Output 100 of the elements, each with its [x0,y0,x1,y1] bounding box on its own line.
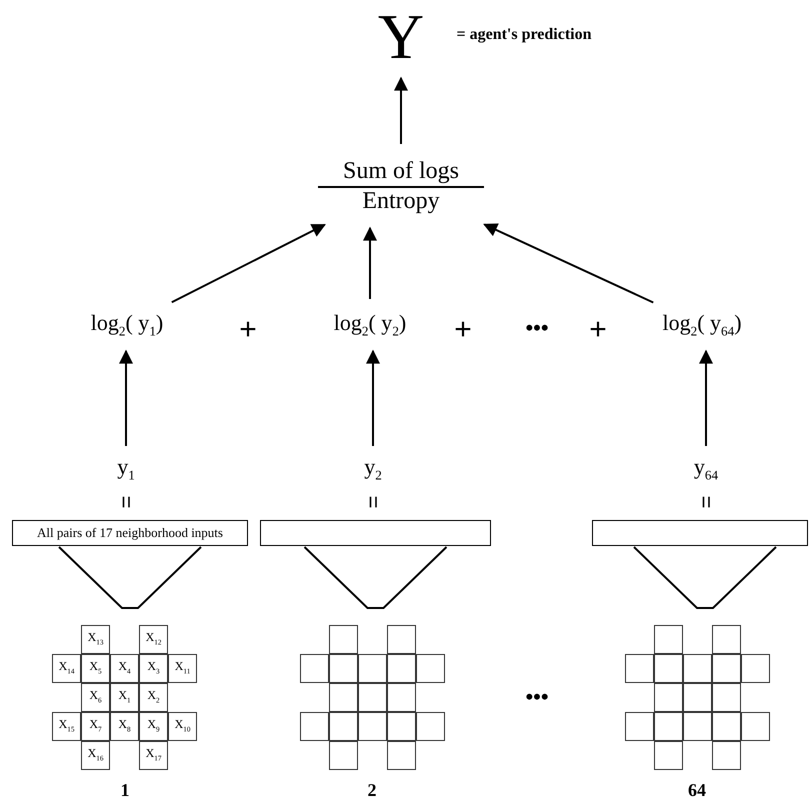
grid-cell [683,654,712,683]
output-variable: y$_{1}$ [117,455,135,483]
grid-cell [654,654,683,683]
grid-cell [329,712,358,741]
grid-cell [139,712,168,741]
grid-cell [712,683,741,712]
input-label: X$_{1}$ [118,689,131,706]
grid-cell [712,712,741,741]
input-label: X$_{3}$ [147,660,160,677]
grid-number: 1 [120,781,130,799]
grid-cell [139,625,168,654]
input-label: X$_{4}$ [118,660,131,677]
grid-cell [81,741,110,770]
arrow [171,224,326,304]
grid-cell [654,712,683,741]
grid-cell [110,654,139,683]
grid-cell [741,712,770,741]
grid-cell [387,741,416,770]
grid-cell [139,741,168,770]
input-box [260,520,491,546]
grid-cell [81,654,110,683]
arrow [699,350,713,446]
grid-cell [387,625,416,654]
input-label: X$_{15}$ [58,718,74,735]
box-text: All pairs of 17 neighborhood inputs [37,526,223,540]
log-term: log$_{2}$( y$_{64}$) [662,311,742,339]
grid-cell [329,625,358,654]
grid-cell [139,683,168,712]
input-label: X$_{5}$ [89,660,102,677]
grid-cell [654,683,683,712]
grid-cell [168,712,197,741]
grid-cell [358,683,387,712]
input-label: X$_{17}$ [146,747,162,764]
grid-cell [81,683,110,712]
input-label: X$_{9}$ [147,718,160,735]
ellipsis: ••• [525,317,549,339]
plus-sign: + [239,315,257,345]
grid-cell [712,654,741,683]
grid-cell [110,683,139,712]
grid-cell [654,625,683,654]
input-label: X$_{2}$ [147,689,160,706]
input-box [12,520,248,546]
grid-cell [358,654,387,683]
equals-sign: = [695,496,717,508]
arrow [363,226,377,299]
grid-cell [683,683,712,712]
grid-cell [329,654,358,683]
plus-sign: + [589,315,607,345]
input-label: X$_{10}$ [174,718,190,735]
input-label: X$_{11}$ [174,660,190,677]
grid-cell [329,741,358,770]
input-label: X$_{14}$ [58,660,74,677]
arrow [394,76,408,144]
arrow [119,350,133,446]
grid-number: 64 [688,781,706,799]
grid-cell [168,654,197,683]
grid-cell [81,625,110,654]
numerator-text: Sum of logs [318,158,484,188]
grid-cell [654,741,683,770]
arrow [483,223,654,304]
input-label: X$_{8}$ [118,718,131,735]
grid-cell [416,712,445,741]
grid-cell [81,712,110,741]
equals-sign: = [362,496,384,508]
ellipsis: ••• [525,686,549,708]
denominator-text: Entropy [362,188,440,214]
input-label: X$_{13}$ [88,631,104,648]
grid-cell [387,683,416,712]
log-term: log$_{2}$( y$_{1}$) [90,311,164,339]
output-variable: y$_{2}$ [364,455,382,483]
annotation-text: = agent's prediction [456,27,592,43]
log-term: log$_{2}$( y$_{2}$) [334,311,406,339]
grid-cell [712,625,741,654]
grid-cell [358,712,387,741]
grid-cell [139,654,168,683]
grid-cell [387,712,416,741]
grid-cell [625,654,654,683]
grid-cell [52,712,81,741]
output-symbol: Y [378,5,424,69]
grid-cell [300,712,329,741]
input-label: X$_{16}$ [88,747,104,764]
grid-cell [625,712,654,741]
output-variable: y$_{64}$ [694,455,718,483]
arrow [366,350,380,446]
input-label: X$_{12}$ [146,631,162,648]
grid-cell [329,683,358,712]
grid-cell [741,654,770,683]
grid-cell [300,654,329,683]
equals-sign: = [115,496,137,508]
input-label: X$_{6}$ [89,689,102,706]
input-box [592,520,808,546]
grid-cell [712,741,741,770]
grid-cell [387,654,416,683]
grid-cell [683,712,712,741]
input-label: X$_{7}$ [89,718,102,735]
grid-cell [416,654,445,683]
grid-number: 2 [368,781,376,799]
grid-cell [52,654,81,683]
plus-sign: + [454,315,472,345]
grid-cell [110,712,139,741]
